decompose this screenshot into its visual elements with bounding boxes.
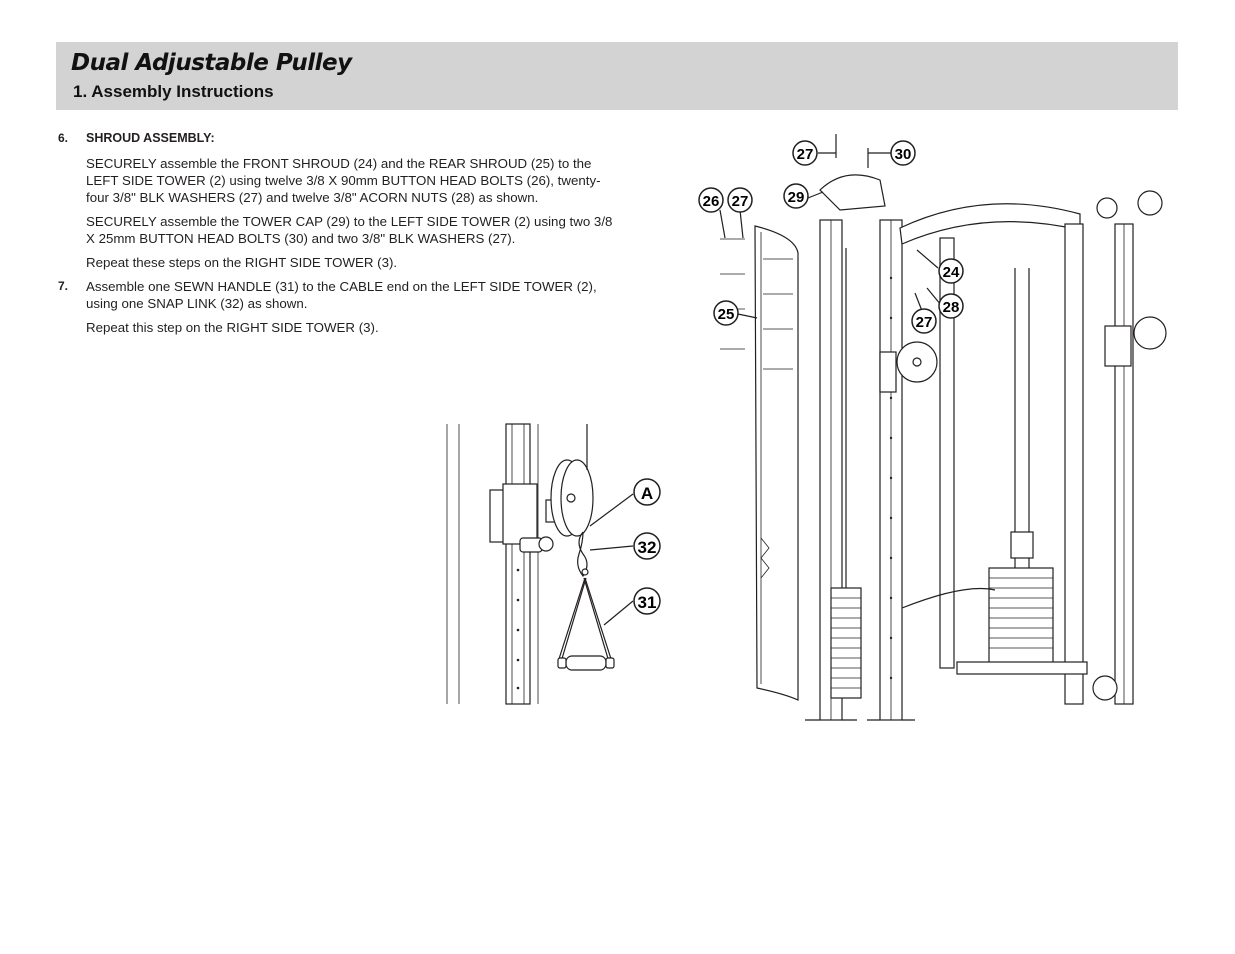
callout-26: 26 — [703, 193, 720, 210]
machine-exploded-view: 27 30 29 26 27 24 28 27 25 — [698, 134, 1167, 721]
instruction-steps: 6. SHROUD ASSEMBLY: SECURELY assemble th… — [58, 130, 623, 343]
step-7: 7. Assemble one SEWN HANDLE (31) to the … — [58, 278, 623, 336]
step-paragraph: Repeat these steps on the RIGHT SIDE TOW… — [86, 255, 398, 270]
handle-detail-illustration: A 32 31 — [446, 423, 661, 705]
step-number: 7. — [58, 279, 69, 293]
callout-30: 30 — [895, 146, 912, 163]
callout-25: 25 — [718, 306, 735, 323]
step-heading: SHROUD ASSEMBLY: — [86, 131, 215, 145]
callout-24: 24 — [943, 264, 960, 281]
step-paragraph: Assemble one SEWN HANDLE (31) to the CAB… — [86, 279, 597, 311]
section-subtitle: 1. Assembly Instructions — [73, 82, 274, 101]
callout-27-left: 27 — [732, 193, 749, 210]
step-paragraph: SECURELY assemble the TOWER CAP (29) to … — [86, 214, 613, 246]
step-6: 6. SHROUD ASSEMBLY: SECURELY assemble th… — [58, 130, 623, 271]
callout-a: A — [641, 484, 653, 503]
callout-29: 29 — [788, 189, 805, 206]
step-paragraph: SECURELY assemble the FRONT SHROUD (24) … — [86, 156, 601, 205]
callout-27-mid: 27 — [916, 314, 933, 331]
step-paragraph: Repeat this step on the RIGHT SIDE TOWER… — [86, 320, 379, 335]
page-title: Dual Adjustable Pulley — [71, 50, 352, 76]
step-number: 6. — [58, 131, 69, 145]
callout-32: 32 — [638, 538, 657, 557]
callout-28: 28 — [943, 299, 960, 316]
callout-27-top: 27 — [797, 146, 814, 163]
callout-31: 31 — [638, 593, 657, 612]
page-header: Dual Adjustable Pulley 1. Assembly Instr… — [56, 42, 1178, 110]
